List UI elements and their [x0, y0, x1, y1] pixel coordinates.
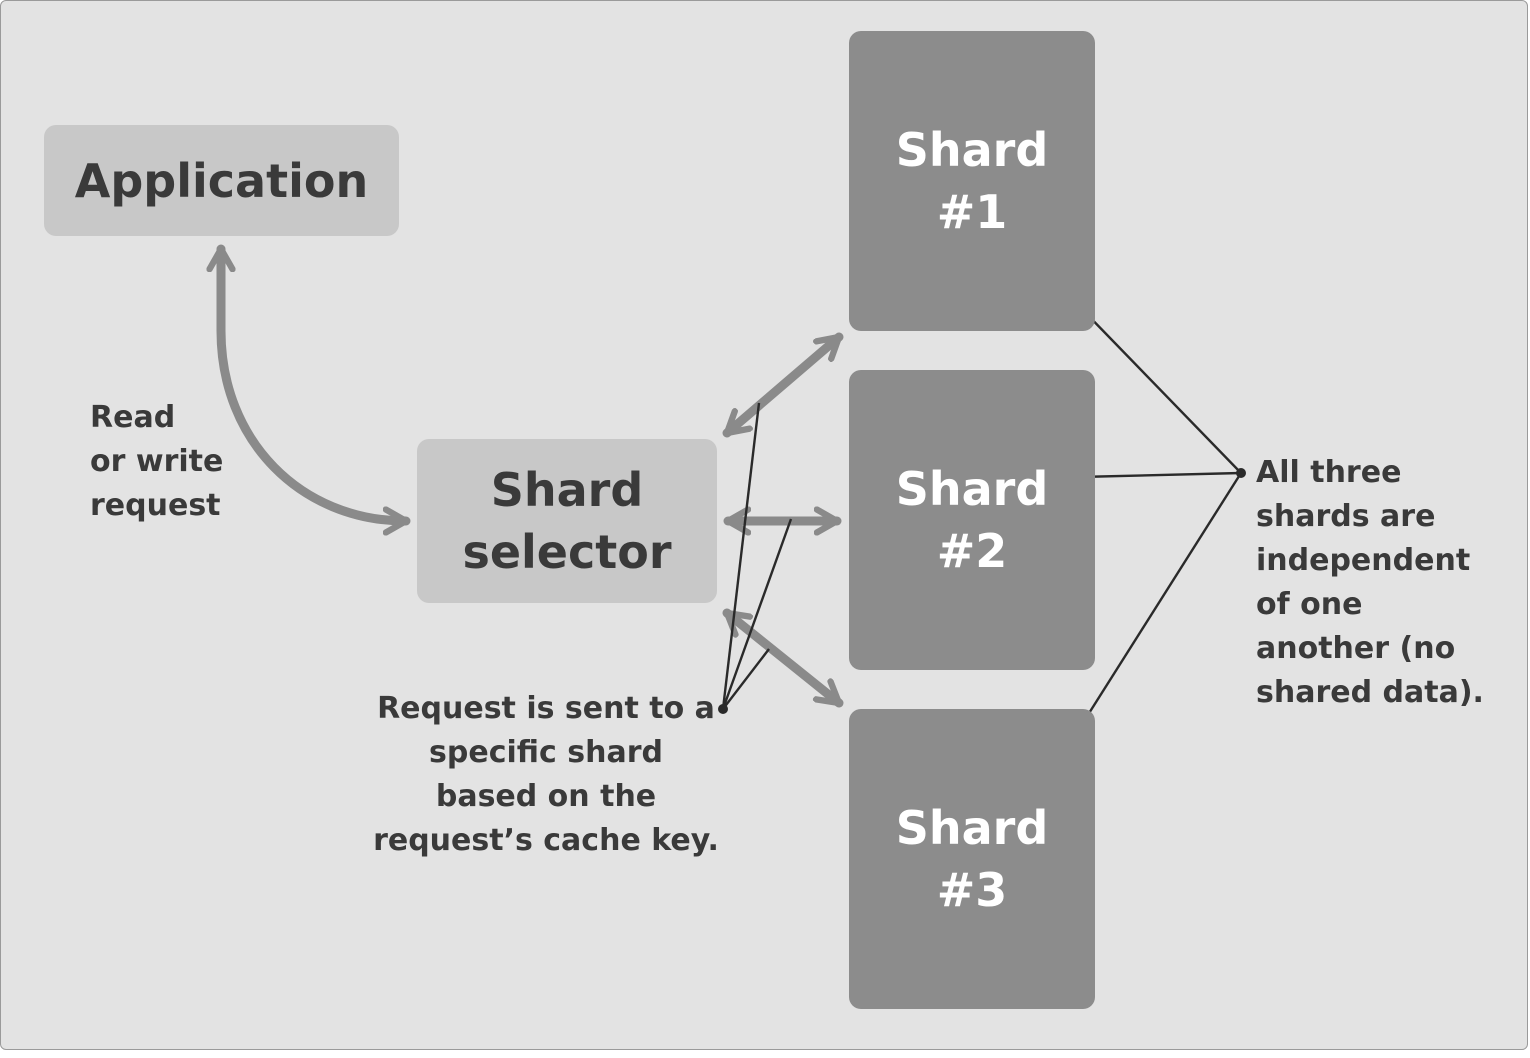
independence-line-6: shared data).	[1256, 675, 1484, 710]
routing-line-3: based on the	[435, 779, 657, 814]
independence-line-5: another (no	[1256, 631, 1456, 666]
shard-1-box: Shard #1	[849, 31, 1095, 331]
routing-line-2: specific shard	[429, 735, 663, 770]
independence-line-4: of one	[1256, 587, 1363, 622]
read-write-annotation: Read or write request	[90, 396, 250, 528]
routing-callout-lines	[718, 402, 793, 714]
read-write-line-2: or write	[90, 444, 224, 479]
shard-2-box: Shard #2	[849, 370, 1095, 670]
request-routing-annotation: Request is sent to a specific shard base…	[346, 687, 746, 863]
selector-shard1-arrow	[722, 332, 844, 438]
shard-2-label-line-1: Shard	[895, 462, 1049, 516]
routing-line-1: Request is sent to a	[377, 691, 715, 726]
read-write-line-3: request	[90, 488, 221, 523]
app-selector-arrow	[221, 244, 411, 521]
independence-annotation: All three shards are independent of one …	[1256, 451, 1506, 715]
shard-3-label-line-1: Shard	[895, 801, 1049, 855]
shard-3-box: Shard #3	[849, 709, 1095, 1009]
independence-line-2: shards are	[1256, 499, 1436, 534]
shard-selector-label-line-2: selector	[462, 525, 672, 579]
shard-selector-box: Shard selector	[417, 439, 717, 603]
independence-line-3: independent	[1256, 543, 1471, 578]
shard-1-label-line-2: #1	[936, 185, 1008, 239]
shard-1-label-line-1: Shard	[895, 123, 1049, 177]
application-box: Application	[44, 125, 399, 236]
shard-3-label-line-2: #3	[936, 863, 1008, 917]
application-label: Application	[74, 153, 369, 208]
shard-selector-label-line-1: Shard	[490, 463, 644, 517]
routing-line-4: request’s cache key.	[373, 823, 719, 858]
independence-callout-lines	[1077, 305, 1246, 730]
independence-line-1: All three	[1256, 455, 1402, 490]
selector-shard3-arrow	[722, 608, 844, 708]
shard-2-label-line-2: #2	[936, 524, 1008, 578]
read-write-line-1: Read	[90, 400, 176, 435]
